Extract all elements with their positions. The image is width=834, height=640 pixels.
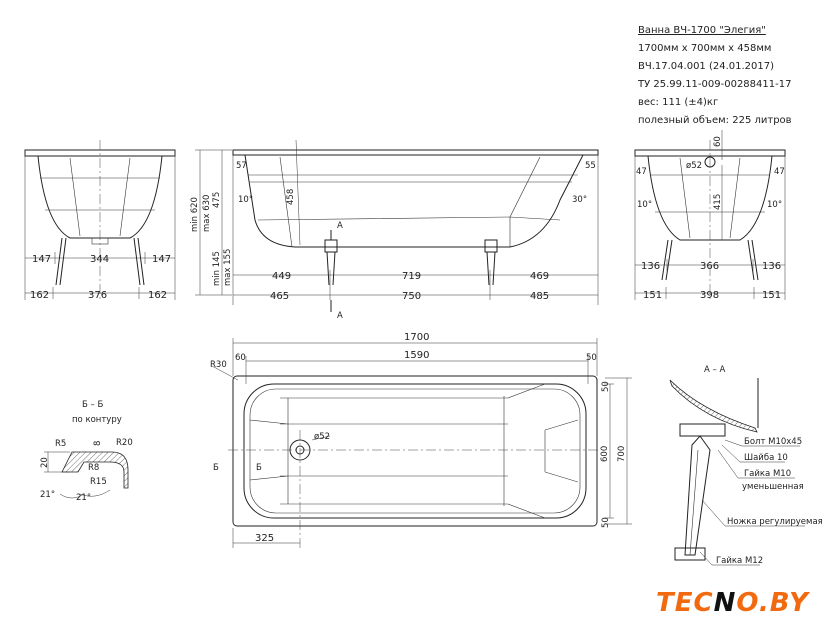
product-name: Ванна ВЧ-1700 "Элегия": [638, 25, 766, 36]
dim-right-136a: 136: [641, 261, 660, 272]
dim-right-60: 60: [713, 136, 723, 147]
dim-right-drain: ø52: [686, 161, 702, 171]
section-b-mark-2: Б: [256, 463, 262, 473]
dim-top-50: 50: [586, 353, 597, 363]
product-code: ВЧ.17.04.001 (24.01.2017): [638, 61, 775, 72]
product-size: 1700мм x 700мм x 458мм: [638, 43, 772, 54]
dim-side-719: 719: [402, 271, 421, 282]
section-b-mark: Б: [213, 463, 219, 473]
label-bolt: Болт M10x45: [744, 437, 802, 447]
side-view: A A 449 719 469 465 750 485 57 55 10° 30…: [190, 139, 599, 321]
dim-max-155: max 155: [223, 249, 233, 286]
dim-top-drain: ø52: [314, 432, 330, 442]
dim-min-620: min 620: [190, 197, 200, 232]
dim-left-344: 344: [90, 254, 109, 265]
dim-side-485: 485: [530, 291, 549, 302]
dim-top-1590: 1590: [404, 350, 429, 361]
dim-right-151b: 151: [762, 290, 781, 301]
dim-top-rim-50a: 50: [601, 381, 611, 392]
dim-max-630: max 630: [202, 195, 212, 232]
dim-min-145: min 145: [212, 251, 222, 286]
section-bb-r8: R8: [88, 463, 99, 473]
dim-top-rim-50b: 50: [601, 517, 611, 528]
section-bb-angle2: 21°: [76, 493, 91, 503]
dim-right-398: 398: [700, 290, 719, 301]
section-bb-t8: 8: [93, 441, 103, 446]
dim-side-469: 469: [530, 271, 549, 282]
section-aa: A – A Болт M10x45 Шайба 10 Гайка M10 уме…: [669, 365, 823, 566]
dim-right-47a: 47: [636, 167, 647, 177]
dim-top-r30: R30: [210, 360, 227, 370]
right-end-view: 60 ø52 415 47 47 10° 10° 136 366 136 151…: [634, 130, 786, 301]
label-leg: Ножка регулируемая: [727, 517, 823, 527]
section-bb-r15: R15: [90, 477, 107, 487]
dim-right-366: 366: [700, 261, 719, 272]
dim-left-147b: 147: [152, 254, 171, 265]
dim-left-147a: 147: [32, 254, 51, 265]
angle-left-10: 10°: [238, 195, 253, 205]
dim-side-57: 57: [236, 161, 247, 171]
section-bb-r5: R5: [55, 439, 66, 449]
section-a-mark-bottom: A: [337, 311, 343, 321]
dim-side-458: 458: [286, 189, 296, 205]
dim-top-700: 700: [617, 446, 627, 462]
dim-top-1700: 1700: [404, 332, 429, 343]
dim-right-415: 415: [713, 194, 723, 210]
logo-text-a: TEC: [656, 588, 714, 618]
top-view: 1700 1590 60 50 R30 ø52 50 50 600 700 32…: [210, 332, 632, 548]
angle-right-10b: 10°: [767, 200, 782, 210]
dim-side-449: 449: [272, 271, 291, 282]
dim-side-465: 465: [270, 291, 289, 302]
dim-side-750: 750: [402, 291, 421, 302]
section-bb-r20: R20: [116, 438, 133, 448]
label-nut-m12: Гайка M12: [716, 556, 763, 566]
section-bb-title: Б – Б: [82, 400, 103, 410]
angle-right-10a: 10°: [637, 200, 652, 210]
angle-right-30: 30°: [572, 195, 587, 205]
dim-top-325: 325: [255, 533, 274, 544]
left-end-view: 147 344 147 162 376 162: [24, 140, 176, 301]
product-weight: вес: 111 (±4)кг: [638, 97, 719, 108]
product-volume: полезный объем: 225 литров: [638, 115, 792, 126]
section-aa-title: A – A: [704, 365, 725, 375]
dim-top-60: 60: [235, 353, 246, 363]
section-bb-subtitle: по контуру: [72, 415, 122, 425]
logo-text-b: O.BY: [736, 588, 809, 618]
dim-right-151a: 151: [643, 290, 662, 301]
section-bb-h20: 20: [40, 457, 50, 468]
dim-left-162b: 162: [148, 290, 167, 301]
tecno-by-logo: TECNO.BY: [656, 588, 809, 618]
dim-475: 475: [212, 192, 222, 208]
section-bb-angle1: 21°: [40, 490, 55, 500]
dim-left-162a: 162: [30, 290, 49, 301]
product-spec: ТУ 25.99.11-009-00288411-17: [638, 79, 792, 90]
dim-right-136b: 136: [762, 261, 781, 272]
label-nut: Гайка M10: [744, 469, 791, 479]
dim-top-600: 600: [600, 446, 610, 462]
label-nut-note: уменьшенная: [742, 482, 804, 492]
dim-left-376: 376: [88, 290, 107, 301]
dim-side-55: 55: [585, 161, 596, 171]
label-washer: Шайба 10: [744, 453, 788, 463]
section-a-mark-top: A: [337, 221, 343, 231]
title-block: Ванна ВЧ-1700 "Элегия" 1700мм x 700мм x …: [638, 22, 792, 130]
dim-right-47b: 47: [774, 167, 785, 177]
section-bb: Б – Б по контуру R5 R20 R8 R15 20 8 21° …: [40, 400, 133, 503]
logo-text-n: N: [713, 588, 737, 618]
